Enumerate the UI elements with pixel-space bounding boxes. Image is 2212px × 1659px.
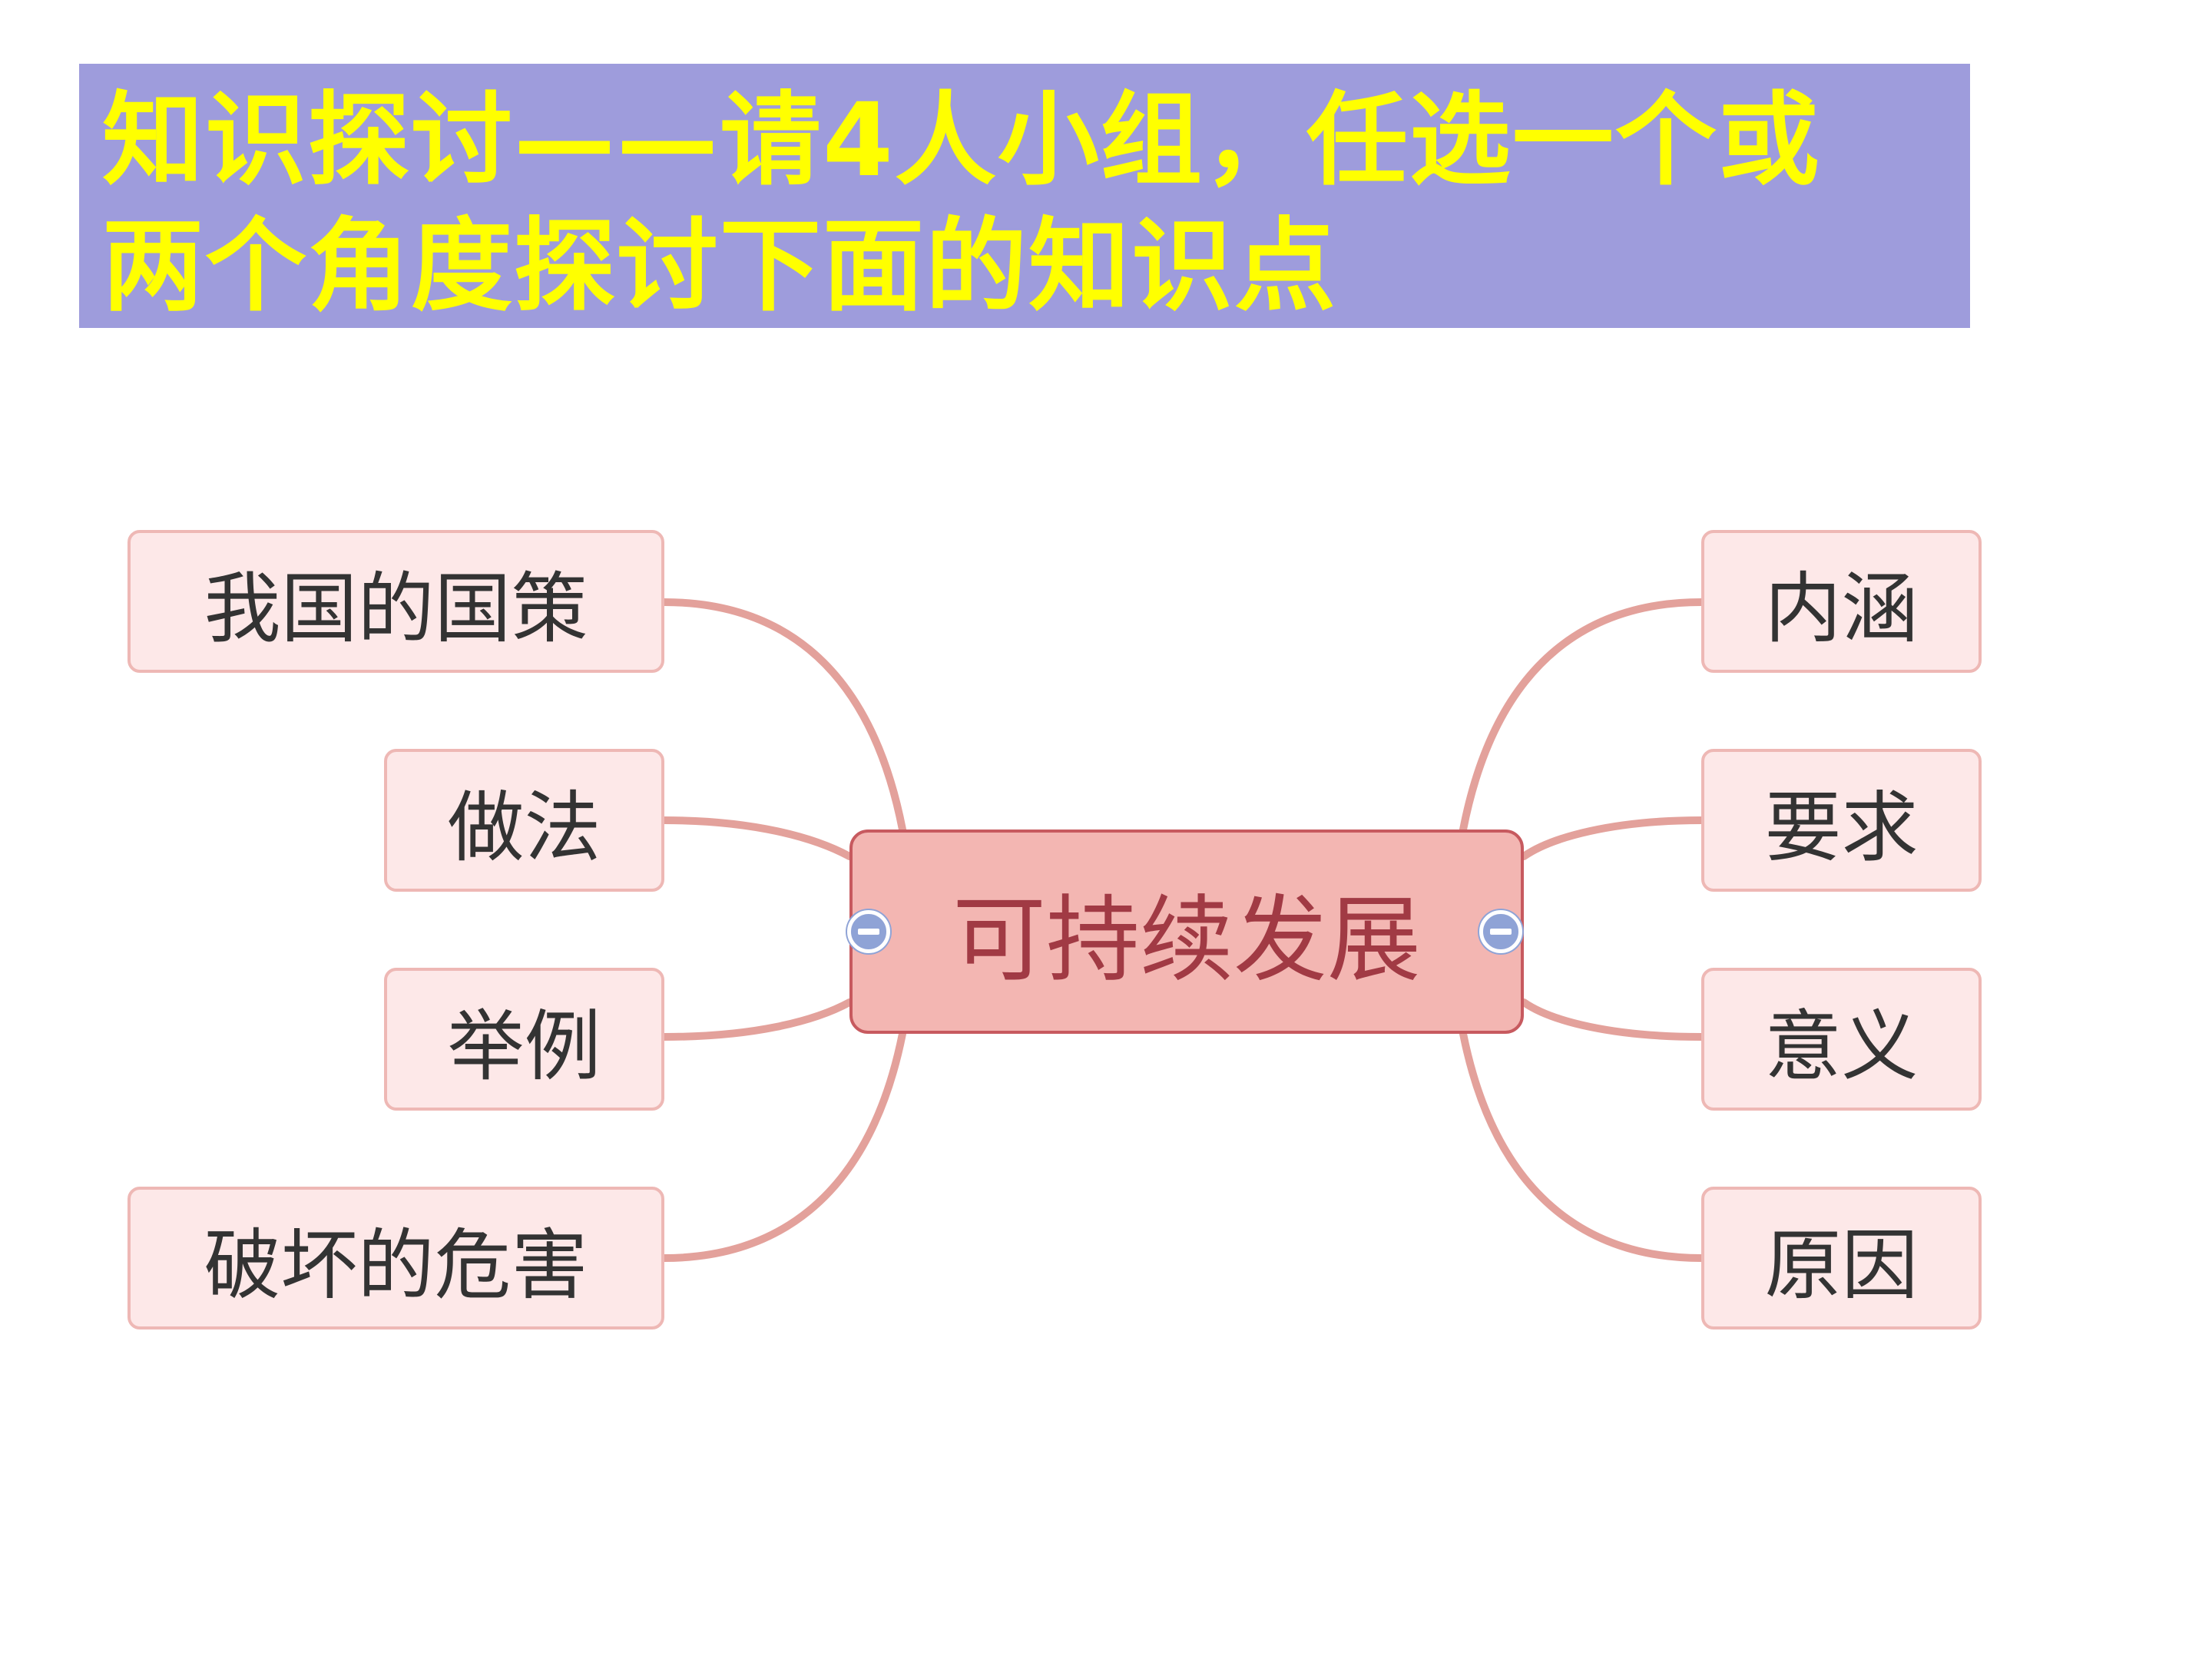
page-title: 知识探讨——请4人小组，任选一个或两个角度探讨下面的知识点	[102, 81, 1821, 326]
branch-node-right-0[interactable]: 内涵	[1701, 530, 1982, 673]
connector-left-1	[661, 816, 853, 860]
connector-left-3	[661, 1030, 906, 1262]
branch-label: 举例	[447, 1001, 601, 1091]
branch-node-right-3[interactable]: 原因	[1701, 1187, 1982, 1330]
central-topic[interactable]: 可持续发展	[849, 830, 1524, 1034]
branch-node-left-0[interactable]: 我国的国策	[127, 530, 664, 673]
branch-label: 内涵	[1764, 563, 1919, 654]
minus-icon	[1490, 929, 1512, 935]
branch-node-left-1[interactable]: 做法	[384, 749, 664, 892]
collapse-right-icon[interactable]	[1479, 910, 1522, 953]
branch-node-left-2[interactable]: 举例	[384, 968, 664, 1111]
branch-label: 意义	[1764, 1001, 1919, 1091]
connector-right-3	[1459, 1030, 1705, 1262]
branch-label: 我国的国策	[204, 563, 588, 654]
branch-node-right-1[interactable]: 要求	[1701, 749, 1982, 892]
branch-label: 做法	[447, 782, 601, 873]
connector-right-0	[1459, 598, 1705, 833]
branch-node-right-2[interactable]: 意义	[1701, 968, 1982, 1111]
title-banner: 知识探讨——请4人小组，任选一个或两个角度探讨下面的知识点	[79, 64, 1970, 328]
connector-right-2	[1520, 998, 1705, 1041]
connector-right-1	[1520, 816, 1705, 860]
connector-left-0	[661, 598, 906, 833]
collapse-left-icon[interactable]	[847, 910, 890, 953]
minus-icon	[858, 929, 879, 935]
central-topic-label: 可持续发展	[952, 885, 1421, 995]
branch-node-left-3[interactable]: 破坏的危害	[127, 1187, 664, 1330]
branch-label: 要求	[1764, 782, 1919, 873]
branch-label: 原因	[1764, 1220, 1919, 1310]
branch-label: 破坏的危害	[204, 1220, 588, 1310]
connector-left-2	[661, 998, 853, 1041]
